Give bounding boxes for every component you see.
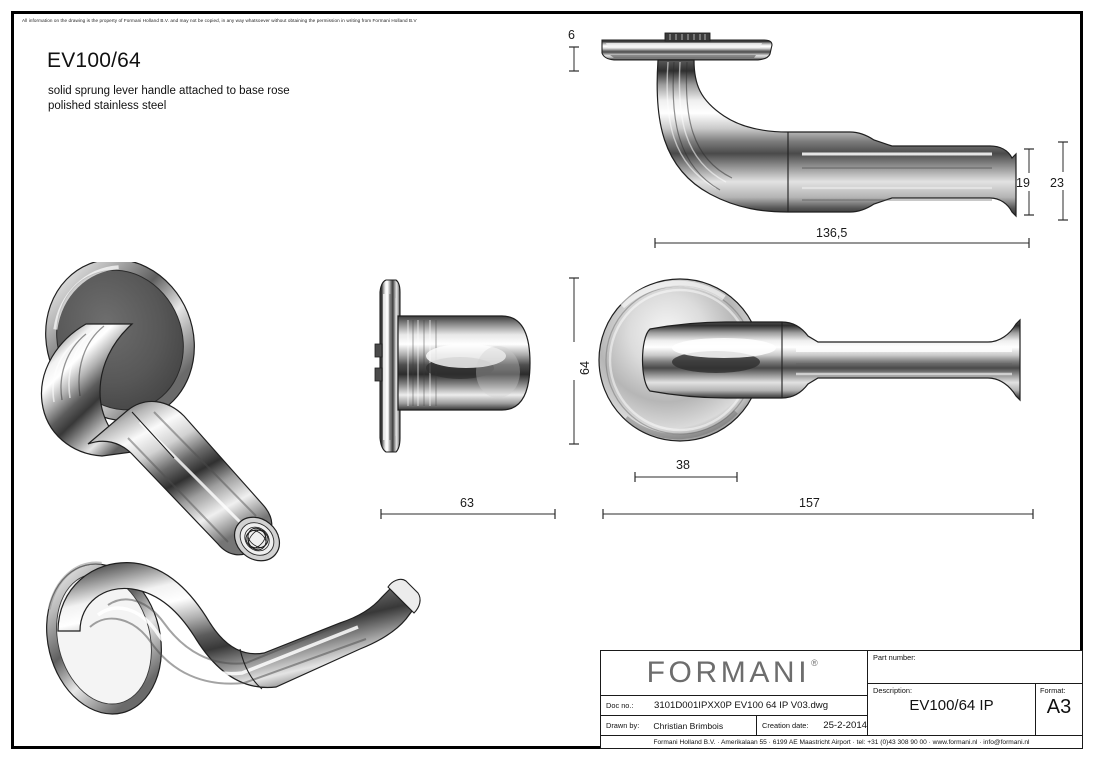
creation-date-label: Creation date: bbox=[756, 716, 823, 735]
doc-number-value: 3101D001IPXX0P EV100 64 IP V03.dwg bbox=[654, 700, 829, 711]
iso-lever-lower bbox=[57, 562, 421, 690]
dimension-label-neck-offset: 38 bbox=[676, 458, 690, 472]
view-isometric-lower bbox=[28, 527, 428, 732]
spindle-lugs bbox=[374, 343, 383, 382]
drawing-frame bbox=[11, 11, 1083, 749]
dimension-label-overall-length: 157 bbox=[799, 496, 820, 510]
dimension-line-section-small bbox=[1024, 148, 1034, 216]
dimension-line-lever-length bbox=[654, 238, 1030, 248]
rose-edge-plate bbox=[601, 39, 773, 61]
dimension-line-rose-thickness bbox=[569, 46, 579, 72]
view-side-section bbox=[374, 272, 564, 462]
dimension-line-rose-diameter bbox=[569, 277, 579, 445]
dimension-line-section-large bbox=[1058, 141, 1068, 221]
page-title: EV100/64 bbox=[47, 49, 141, 72]
spindle-boss bbox=[664, 32, 711, 42]
format-cell: Format: A3 bbox=[1036, 684, 1082, 735]
view-front-elevation bbox=[596, 276, 1026, 443]
iso-rose-upper bbox=[45, 258, 195, 422]
dimension-line-neck-offset bbox=[634, 472, 738, 482]
iso-collar-upper bbox=[131, 411, 175, 459]
format-label: Format: bbox=[1040, 686, 1066, 695]
drawn-by-label: Drawn by: bbox=[606, 721, 640, 730]
drawn-by-row: Drawn by: Christian Brimbois Creation da… bbox=[601, 716, 867, 735]
title-block-upper: FORMANI® Doc no.: 3101D001IPXX0P EV100 6… bbox=[601, 651, 1082, 735]
formani-logo-text: FORMANI bbox=[646, 656, 811, 689]
doc-number-label: Doc no.: bbox=[606, 701, 634, 710]
registered-trademark-icon: ® bbox=[811, 658, 822, 668]
description-label: Description: bbox=[873, 686, 913, 695]
lever-body-front bbox=[641, 318, 1021, 402]
dimension-label-lever-length: 136,5 bbox=[816, 226, 848, 240]
description-value: EV100/64 IP bbox=[909, 697, 994, 714]
iso-neck-upper bbox=[40, 323, 134, 457]
lever-body-top bbox=[656, 59, 1017, 218]
creation-date-value: 25-2-2014 bbox=[823, 720, 867, 731]
iso-collar-lower bbox=[239, 648, 263, 690]
dimension-label-section-large: 23 bbox=[1050, 176, 1064, 190]
format-value: A3 bbox=[1046, 696, 1072, 718]
product-description: solid sprung lever handle attached to ba… bbox=[48, 84, 290, 113]
title-block: FORMANI® Doc no.: 3101D001IPXX0P EV100 6… bbox=[600, 650, 1083, 749]
dimension-label-section-small: 19 bbox=[1016, 176, 1030, 190]
rose-edge-vertical bbox=[379, 279, 401, 453]
view-top-elevation bbox=[592, 28, 1022, 223]
description-format-row: Description: EV100/64 IP Format: A3 bbox=[868, 684, 1082, 735]
drawn-by-value: Christian Brimbois bbox=[653, 720, 724, 731]
dimension-line-overall-length bbox=[602, 509, 1034, 519]
formani-logo: FORMANI® bbox=[647, 656, 822, 690]
doc-number-row: Doc no.: 3101D001IPXX0P EV100 64 IP V03.… bbox=[601, 696, 867, 716]
dimension-label-rose-thickness: 6 bbox=[568, 28, 575, 42]
part-number-label: Part number: bbox=[873, 653, 916, 662]
view-isometric-upper bbox=[28, 258, 338, 562]
part-number-cell: Part number: bbox=[868, 651, 1082, 684]
copyright-disclaimer: All information on the drawing is the pr… bbox=[22, 18, 417, 23]
brand-logo-cell: FORMANI® bbox=[601, 651, 867, 696]
description-cell: Description: EV100/64 IP bbox=[868, 684, 1036, 735]
iso-end-cap-rosette bbox=[233, 516, 281, 562]
product-description-line-2: polished stainless steel bbox=[48, 99, 167, 112]
title-block-right-column: Part number: Description: EV100/64 IP Fo… bbox=[868, 651, 1082, 735]
dimension-label-projection: 63 bbox=[460, 496, 474, 510]
dimension-line-projection bbox=[380, 509, 556, 519]
lever-body-side bbox=[397, 315, 531, 411]
product-description-line-1: solid sprung lever handle attached to ba… bbox=[48, 85, 290, 97]
title-block-left-column: FORMANI® Doc no.: 3101D001IPXX0P EV100 6… bbox=[601, 651, 868, 735]
company-footer: Formani Holland B.V. · Amerikalaan 55 · … bbox=[601, 735, 1082, 748]
